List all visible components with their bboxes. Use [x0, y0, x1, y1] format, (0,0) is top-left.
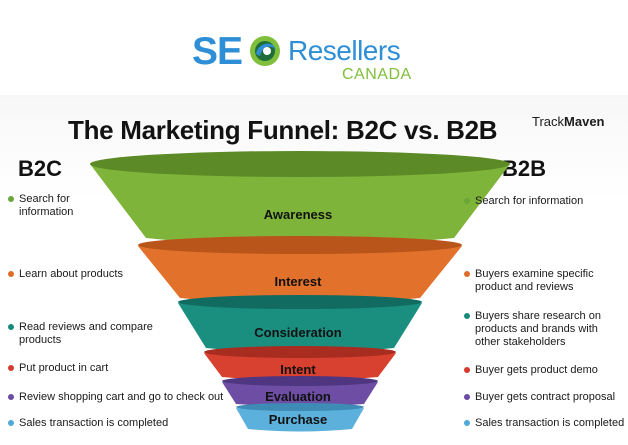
b2b-item-share: Buyers share research on products and br… [464, 310, 601, 349]
stage-intent [204, 353, 396, 381]
logo-swirl-icon [250, 36, 280, 66]
bullet-red-icon [464, 367, 470, 373]
b2c-item-checkout: Review shopping cart and go to check out [8, 391, 223, 404]
b2c-item-text: Sales transaction is completed [19, 417, 169, 429]
stage-label-interest: Interest [274, 274, 322, 289]
b2b-item-text: product and reviews [475, 281, 574, 293]
stage-intent-top [204, 346, 396, 358]
b2c-item-learn: Learn about products [8, 268, 123, 281]
stage-label-purchase: Purchase [268, 412, 328, 427]
stage-label-intent: Intent [280, 362, 316, 377]
brand-bold: Maven [564, 114, 605, 129]
stage-consideration-top [178, 295, 422, 309]
b2c-item-text: Search for [19, 193, 70, 205]
trackmaven-brand: TrackMaven [532, 114, 605, 129]
logo-seo-text: SE [192, 30, 243, 73]
funnel-graphic [90, 151, 510, 432]
bullet-blue-icon [8, 420, 14, 426]
b2c-item-text: Learn about products [19, 268, 123, 280]
b2b-item-examine: Buyers examine specific product and revi… [464, 268, 594, 294]
brand-prefix: Track [532, 114, 565, 129]
marketing-funnel: Awareness Interest Consideration Intent … [90, 150, 510, 440]
b2c-item-text: Put product in cart [19, 362, 109, 374]
b2c-item-text: products [19, 334, 62, 346]
b2b-item-proposal: Buyer gets contract proposal [464, 391, 615, 404]
b2b-item-text: Buyer gets product demo [475, 364, 598, 376]
b2b-item-text: products and brands with [475, 323, 598, 335]
b2c-item-text: Read reviews and compare [19, 321, 153, 333]
bullet-orange-icon [8, 271, 14, 277]
stage-purchase-top [236, 403, 364, 411]
stage-label-awareness: Awareness [263, 207, 333, 222]
b2b-item-search: Search for information [464, 195, 583, 208]
b2c-heading: B2C [18, 156, 63, 181]
stage-evaluation [222, 382, 378, 407]
stage-evaluation-top [222, 376, 378, 386]
b2b-item-text: Buyers share research on [475, 310, 601, 322]
bullet-purple-icon [8, 394, 14, 400]
b2c-item-reviews: Read reviews and compare products [8, 321, 153, 347]
b2c-item-cart: Put product in cart [8, 362, 108, 375]
stage-purchase [236, 408, 364, 432]
b2b-item-text: Sales transaction is completed [475, 417, 625, 429]
b2b-item-completed: Sales transaction is completed [464, 417, 624, 430]
bullet-green-icon [8, 196, 14, 202]
stage-interest-top [138, 236, 462, 254]
b2c-item-completed: Sales transaction is completed [8, 417, 168, 430]
bullet-green-icon [464, 198, 470, 204]
bullet-blue-icon [464, 420, 470, 426]
b2b-item-text: Buyers examine specific [475, 268, 594, 280]
b2c-item-text: Review shopping cart and go to check out [19, 391, 224, 403]
bullet-purple-icon [464, 394, 470, 400]
page-title: The Marketing Funnel: B2C vs. B2B [68, 115, 498, 145]
stage-label-evaluation: Evaluation [265, 389, 331, 404]
stage-consideration [178, 303, 422, 353]
b2c-item-search: Search for information [8, 193, 73, 219]
bullet-red-icon [8, 365, 14, 371]
stage-awareness [90, 164, 510, 246]
logo: SE Resellers CANADA [192, 30, 417, 87]
logo-canada-text: CANADA [342, 66, 412, 83]
logo-resellers-text: Resellers [288, 35, 401, 66]
b2b-item-text: other stakeholders [475, 336, 566, 348]
stage-awareness-top [90, 151, 510, 177]
bullet-teal-icon [8, 324, 14, 330]
b2b-item-text: Search for information [475, 195, 584, 207]
b2b-item-demo: Buyer gets product demo [464, 364, 598, 377]
header-band [0, 0, 628, 95]
b2b-heading: B2B [502, 156, 547, 181]
b2b-item-text: Buyer gets contract proposal [475, 391, 616, 403]
bullet-teal-icon [464, 313, 470, 319]
b2c-item-text: information [19, 206, 74, 218]
bullet-orange-icon [464, 271, 470, 277]
stage-label-consideration: Consideration [254, 325, 342, 340]
stage-interest [138, 246, 462, 304]
